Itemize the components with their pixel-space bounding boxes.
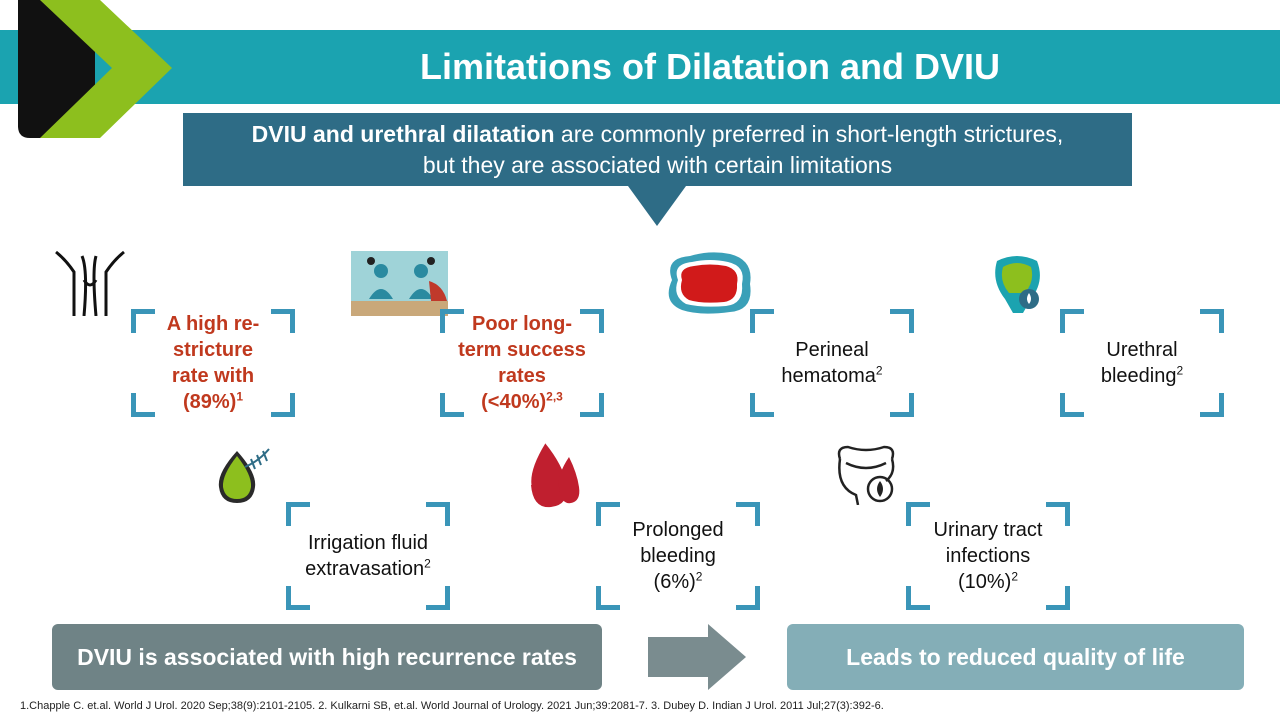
text-line: bleeding2 — [1101, 363, 1183, 389]
text-line: A high re- — [166, 313, 260, 335]
blood-drops-icon — [530, 443, 580, 508]
limitation-box-urethral-bleeding: Urethral bleeding2 — [1060, 309, 1224, 417]
surgery-scene-icon — [351, 251, 448, 316]
text-value: hematoma — [781, 365, 876, 387]
limitation-box-extravasation: Irrigation fluid extravasation2 — [286, 502, 450, 610]
text-line: rate with — [171, 365, 255, 387]
ref-superscript: 2 — [875, 363, 883, 378]
title-bar — [0, 30, 1280, 104]
ref-superscript: 2 — [695, 569, 703, 584]
text-line: Urethral — [1106, 339, 1178, 361]
limitation-text: Prolonged bleeding (6%)2 — [604, 502, 752, 610]
intro-rest: are commonly preferred in short-length s… — [554, 120, 1064, 147]
page-title: Limitations of Dilatation and DVIU — [419, 46, 1000, 87]
text-value: (10%) — [957, 571, 1012, 593]
text-line: Irrigation fluid — [307, 532, 429, 554]
ref-superscript: 2,3 — [546, 389, 563, 404]
intro-line-2: but they are associated with certain lim… — [422, 151, 893, 178]
bracket-frame — [1060, 309, 1224, 417]
text-line: (10%)2 — [958, 569, 1018, 595]
text-line: (<40%)2,3 — [481, 389, 563, 415]
urethra-icon — [55, 250, 125, 316]
fluid-drop-icon — [218, 448, 270, 503]
bracket-frame — [440, 309, 604, 417]
hematoma-icon — [668, 252, 751, 314]
limitation-text: Urethral bleeding2 — [1068, 309, 1216, 417]
text-value: (89%) — [182, 391, 237, 413]
text-line: term success — [458, 339, 586, 361]
ref-superscript: 2 — [424, 556, 431, 571]
limitation-text: Irrigation fluid extravasation2 — [294, 502, 442, 610]
conclusion-quality-of-life: Leads to reduced quality of life — [787, 624, 1244, 690]
down-arrow-icon — [628, 186, 686, 226]
conclusion-recurrence: DVIU is associated with high recurrence … — [52, 624, 602, 690]
ref-superscript: 1 — [236, 389, 244, 404]
text-value: extravasation — [305, 558, 425, 580]
ref-superscript: 2 — [1011, 569, 1019, 584]
limitation-text: A high re- stricture rate with (89%)1 — [139, 309, 287, 417]
chevron-logo-icon — [18, 0, 172, 138]
text-value: bleeding — [1100, 365, 1177, 387]
limitation-text: Poor long- term success rates (<40%)2,3 — [448, 309, 596, 417]
text-line: rates — [498, 365, 546, 387]
limitation-text: Urinary tract infections (10%)2 — [914, 502, 1062, 610]
bracket-frame — [131, 309, 295, 417]
text-value: (<40%) — [481, 391, 547, 413]
limitation-text: Perineal hematoma2 — [758, 309, 906, 417]
text-line: Prolonged — [632, 519, 724, 541]
intro-line-1: DVIU and urethral dilatation are commonl… — [183, 119, 1132, 150]
text-value: (6%) — [653, 571, 696, 593]
references: 1.Chapple C. et.al. World J Urol. 2020 S… — [20, 700, 884, 712]
text-line: infections — [945, 545, 1031, 567]
limitation-box-prolonged-bleeding: Prolonged bleeding (6%)2 — [596, 502, 760, 610]
text-line: hematoma2 — [781, 363, 882, 389]
bracket-frame — [750, 309, 914, 417]
bracket-frame — [286, 502, 450, 610]
text-line: Poor long- — [472, 313, 572, 335]
intro-box: DVIU and urethral dilatation are commonl… — [183, 113, 1132, 186]
infection-bladder-icon — [837, 445, 895, 505]
text-line: Urinary tract — [933, 519, 1043, 541]
text-line: (89%)1 — [183, 389, 243, 415]
bracket-frame — [596, 502, 760, 610]
limitation-box-uti: Urinary tract infections (10%)2 — [906, 502, 1070, 610]
ref-superscript: 2 — [1176, 363, 1184, 378]
intro-bold: DVIU and urethral dilatation — [251, 120, 555, 147]
text-line: (6%)2 — [654, 569, 703, 595]
text-line: bleeding — [640, 545, 716, 567]
limitation-box-restricture: A high re- stricture rate with (89%)1 — [131, 309, 295, 417]
bracket-frame — [906, 502, 1070, 610]
right-arrow-icon — [648, 624, 746, 690]
bladder-bleeding-icon — [995, 256, 1040, 313]
limitation-box-hematoma: Perineal hematoma2 — [750, 309, 914, 417]
text-line: stricture — [172, 339, 254, 361]
text-line: extravasation2 — [305, 556, 431, 582]
text-line: Perineal — [795, 339, 869, 361]
limitation-box-success-rates: Poor long- term success rates (<40%)2,3 — [440, 309, 604, 417]
